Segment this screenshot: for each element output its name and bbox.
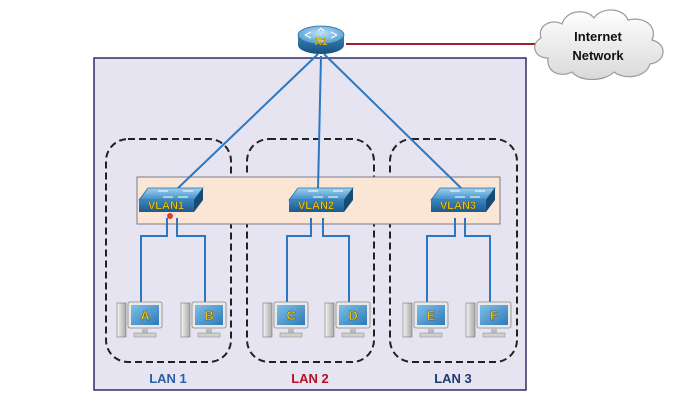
pc-label: A bbox=[140, 308, 150, 323]
pc-c[interactable]: C bbox=[262, 301, 309, 338]
uplink-vlan2 bbox=[317, 55, 322, 191]
cloud-icon: Internet Network bbox=[534, 9, 664, 81]
switch-label: VLAN3 bbox=[440, 200, 476, 212]
pc-a[interactable]: A bbox=[116, 301, 163, 338]
router-icon[interactable]: R1 bbox=[297, 25, 345, 54]
link-vlan1-b bbox=[176, 218, 206, 305]
pc-b[interactable]: B bbox=[180, 301, 227, 338]
link-vlan3-e bbox=[426, 218, 456, 305]
lan2-label: LAN 2 bbox=[291, 371, 329, 386]
switch-label: VLAN1 bbox=[148, 200, 184, 212]
lan3-label: LAN 3 bbox=[434, 371, 472, 386]
pc-label: B bbox=[204, 308, 213, 323]
uplink-vlan3 bbox=[323, 53, 464, 191]
lan1-zone bbox=[105, 138, 232, 363]
port-marker bbox=[167, 213, 173, 219]
uplink-vlan1 bbox=[175, 53, 319, 191]
link-vlan2-d bbox=[322, 218, 350, 305]
pc-label: E bbox=[427, 308, 436, 323]
cloud-label-line2: Network bbox=[572, 48, 624, 63]
lan1-label: LAN 1 bbox=[149, 371, 187, 386]
pc-label: C bbox=[286, 308, 296, 323]
switch-vlan3[interactable]: VLAN3 bbox=[430, 187, 496, 212]
link-vlan1-a bbox=[140, 218, 168, 305]
pc-f[interactable]: F bbox=[465, 301, 512, 338]
cloud-label-line1: Internet bbox=[574, 29, 622, 44]
router-label: R1 bbox=[315, 37, 328, 48]
pc-label: F bbox=[490, 308, 498, 323]
pc-e[interactable]: E bbox=[402, 301, 449, 338]
switch-vlan2[interactable]: VLAN2 bbox=[288, 187, 354, 212]
pc-d[interactable]: D bbox=[324, 301, 371, 338]
link-vlan3-f bbox=[464, 218, 491, 305]
switch-label: VLAN2 bbox=[298, 200, 334, 212]
link-vlan2-c bbox=[286, 218, 312, 305]
switch-vlan1[interactable]: VLAN1 bbox=[138, 187, 204, 212]
pc-label: D bbox=[348, 308, 357, 323]
